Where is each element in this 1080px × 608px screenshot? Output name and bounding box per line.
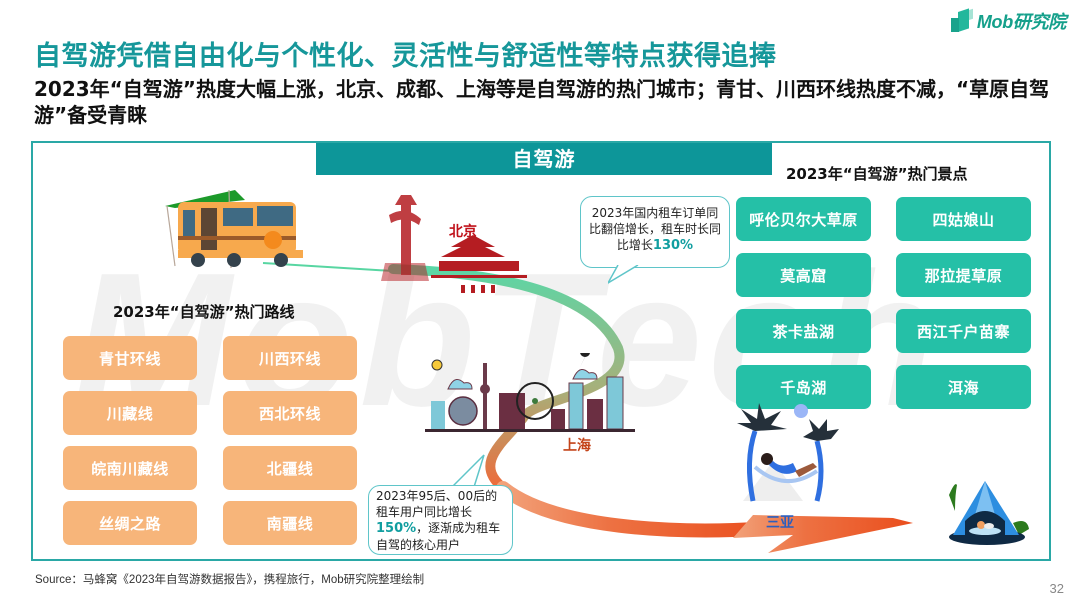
- panel-header: 自驾游: [316, 143, 772, 175]
- spot-chip: 那拉提草原: [896, 253, 1031, 297]
- spot-chip: 洱海: [896, 365, 1031, 409]
- mob-logo: Mob研究院: [950, 8, 1066, 34]
- city-label-beijing: 北京: [449, 224, 477, 240]
- spot-chip: 四姑娘山: [896, 197, 1031, 241]
- spot-chip: 千岛湖: [736, 365, 871, 409]
- route-chip: 皖南川藏线: [63, 446, 197, 490]
- spot-chip: 莫高窟: [736, 253, 871, 297]
- city-label-sanya: 三亚: [766, 515, 794, 531]
- route-chip: 丝绸之路: [63, 501, 197, 545]
- camping-tent-icon: [949, 481, 1029, 545]
- page-subtitle: 2023年“自驾游”热度大幅上涨，北京、成都、上海等是自驾游的热门城市；青甘、川…: [34, 77, 1050, 127]
- route-chip: 川藏线: [63, 391, 197, 435]
- spots-grid: 呼伦贝尔大草原 四姑娘山 莫高窟 那拉提草原 茶卡盐湖 西江千户苗寨 千岛湖 洱…: [736, 197, 1031, 409]
- callout-text: ，逐渐成为租车自驾的核心用户: [376, 521, 501, 552]
- routes-title: 2023年“自驾游”热门路线: [113, 303, 295, 321]
- route-chip: 南疆线: [223, 501, 357, 545]
- rv-camper-icon: [165, 189, 303, 269]
- callout-text: 2023年国内租车订单同比翻倍增长，租车时长同比增长: [589, 206, 722, 252]
- city-label-shanghai: 上海: [563, 438, 591, 454]
- shanghai-skyline-icon: [425, 353, 635, 432]
- self-drive-panel: MobTech 自驾游: [31, 141, 1051, 561]
- source-note: Source：马蜂窝《2023年自驾游数据报告》，携程旅行，Mob研究院整理绘制: [35, 574, 425, 586]
- spot-chip: 呼伦贝尔大草原: [736, 197, 871, 241]
- beach-hammock-icon: [737, 403, 839, 502]
- callout-young-users: 2023年95后、00后的租车用户同比增长 150%，逐渐成为租车自驾的核心用户: [368, 485, 513, 555]
- route-chip: 西北环线: [223, 391, 357, 435]
- callout-rental-orders: 2023年国内租车订单同比翻倍增长，租车时长同比增长130%: [580, 196, 730, 268]
- spots-title: 2023年“自驾游”热门景点: [786, 165, 968, 183]
- page-number: 32: [1049, 581, 1064, 596]
- callout-highlight-150: 150%: [376, 521, 417, 536]
- route-chip: 北疆线: [223, 446, 357, 490]
- callout-pointer: [451, 454, 485, 488]
- callout-text: 2023年95后、00后的租车用户同比增长: [376, 489, 498, 519]
- spot-chip: 茶卡盐湖: [736, 309, 871, 353]
- callout-highlight-130: 130%: [652, 238, 694, 253]
- logo-text: Mob研究院: [976, 12, 1066, 32]
- callout-pointer: [608, 265, 639, 284]
- route-chip: 川西环线: [223, 336, 357, 380]
- page-title: 自驾游凭借自由化与个性化、灵活性与舒适性等特点获得追捧: [34, 41, 777, 72]
- spot-chip: 西江千户苗寨: [896, 309, 1031, 353]
- route-chip: 青甘环线: [63, 336, 197, 380]
- beijing-landmark-icon: [381, 195, 527, 293]
- building-logo-icon: [950, 8, 973, 32]
- routes-grid: 青甘环线 川西环线 川藏线 西北环线 皖南川藏线 北疆线 丝绸之路 南疆线: [63, 336, 357, 545]
